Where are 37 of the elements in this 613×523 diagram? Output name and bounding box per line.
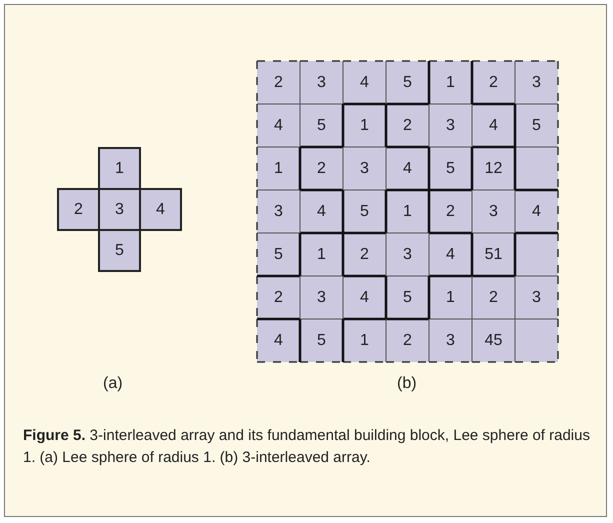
grid-cell: 3 [257,190,300,233]
grid-cell: 2 [257,276,300,319]
grid-cell: 3 [515,276,558,319]
grid-cell: 5 [300,104,343,147]
grid-cell: 3 [300,61,343,104]
grid-cell: 4 [515,190,558,233]
grid-cell: 5 [300,319,343,362]
grid-cell: 1 [429,276,472,319]
grid-cell: 5 [98,229,141,272]
grid-cell: 4 [343,61,386,104]
grid-cell: 3 [472,190,515,233]
grid-cell: 4 [257,319,300,362]
grid-cell: 1 [257,147,300,190]
figure-caption: Figure 5. 3-interleaved array and its fundamental building block, Lee sphere of radius 1. (a) Lee sphere of radius 1. (b) 3-interleaved array. [23,426,590,468]
grid-cell: 2 [472,276,515,319]
grid-cell: 3 [98,188,141,231]
grid-cell: 4 [257,104,300,147]
grid-cell: 2 [386,319,429,362]
grid-cell: 1 [343,319,386,362]
grid-cell: 1 [429,61,472,104]
panel-label: (b) [397,375,417,393]
grid-cell: 3 [429,319,472,362]
grid-cell: 5 [386,61,429,104]
grid-cell: 3 [300,276,343,319]
grid-cell: 5 [257,233,300,276]
grid-cell: 3 [515,61,558,104]
grid-cell: 3 [343,147,386,190]
grid-cell: 1 [98,147,141,190]
grid-cell: 45 [472,319,515,362]
grid-cell: 4 [139,188,182,231]
panel-label: (a) [103,375,123,393]
grid-cell: 5 [515,104,558,147]
grid-cell: 2 [472,61,515,104]
grid-cell: 3 [429,104,472,147]
grid-cell: 2 [57,188,100,231]
grid-cell: 3 [386,233,429,276]
grid-cell: 2 [257,61,300,104]
